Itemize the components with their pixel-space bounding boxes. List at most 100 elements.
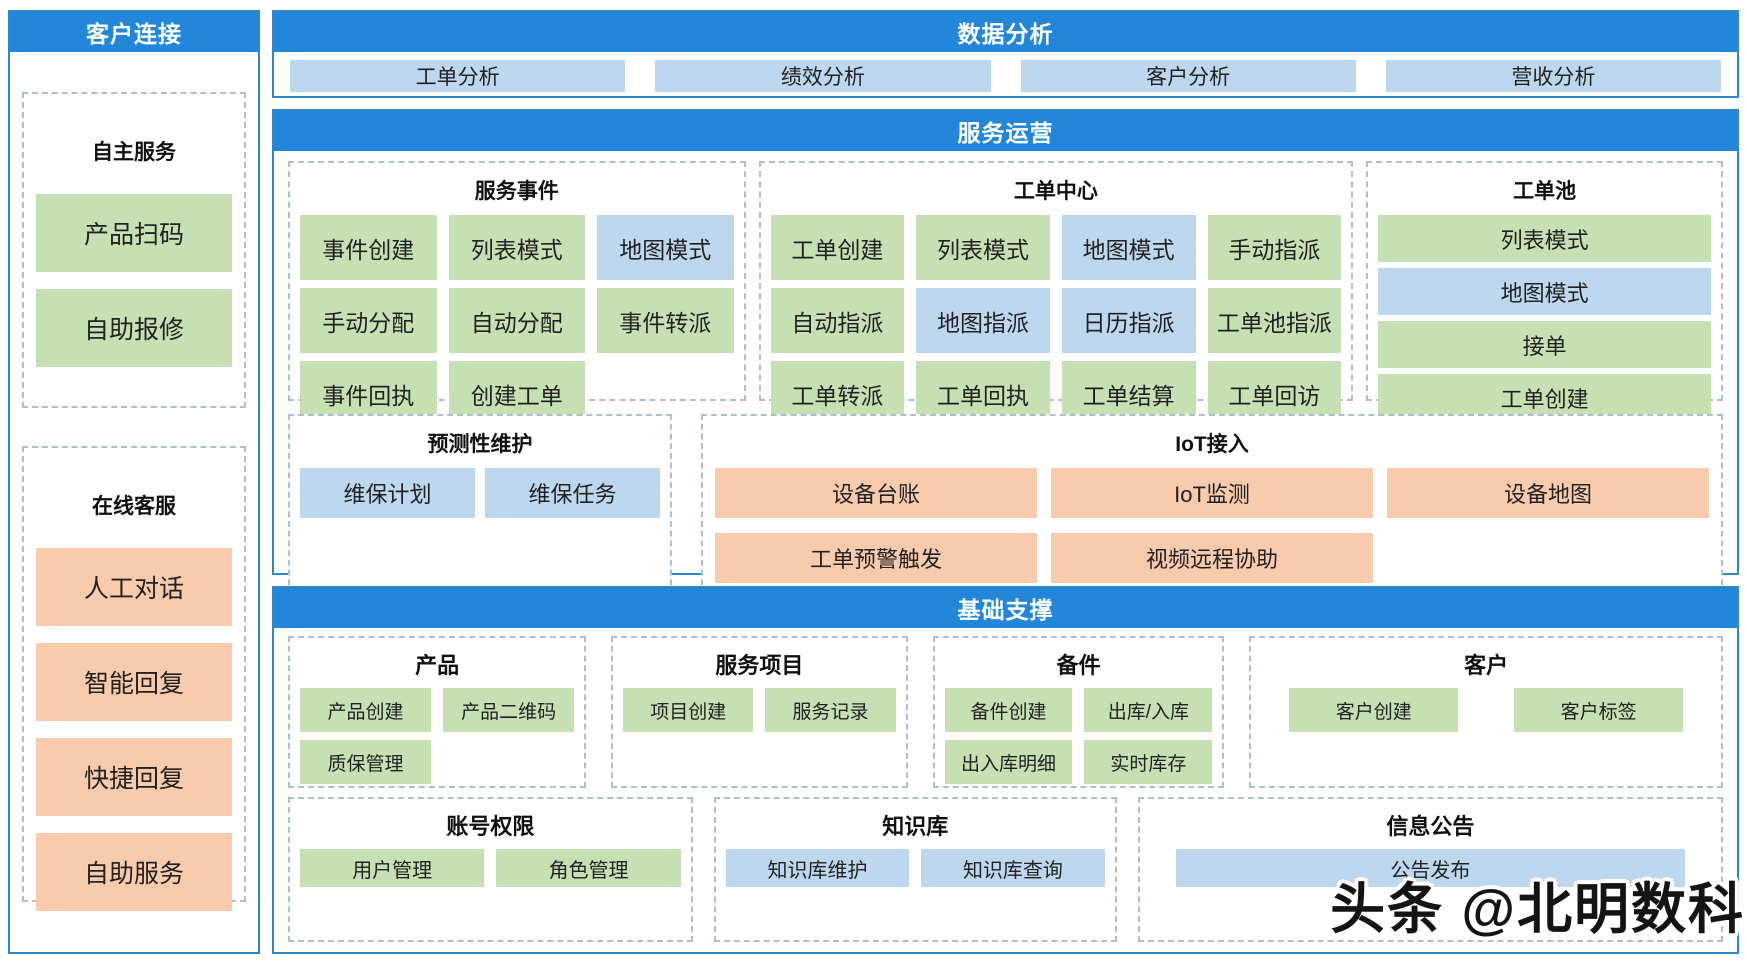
module-button[interactable]: 工单创建 (770, 215, 905, 280)
account-permission-title: 账号权限 (446, 814, 535, 839)
iot-access-title: IoT接入 (1175, 433, 1249, 456)
data-analysis-panel: 数据分析 工单分析绩效分析客户分析营收分析 (272, 10, 1739, 98)
module-button[interactable]: 设备地图 (1387, 468, 1709, 518)
product-title: 产品 (415, 653, 460, 678)
module-button[interactable]: 客户标签 (1514, 688, 1683, 732)
module-button[interactable]: 产品创建 (300, 688, 432, 732)
account-permission-module-list: 用户管理角色管理 (300, 849, 681, 887)
module-button[interactable]: 角色管理 (496, 849, 681, 887)
product-box: 产品 产品创建产品二维码质保管理 (288, 636, 587, 788)
module-button[interactable]: 工单预警触发 (715, 533, 1038, 583)
module-button[interactable]: 知识库查询 (921, 849, 1105, 887)
service-events-box: 服务事件 事件创建列表模式地图模式手动分配自动分配事件转派事件回执创建工单 (288, 161, 746, 426)
basic-support-body: 产品 产品创建产品二维码质保管理 服务项目 项目创建服务记录 备件 备件创建出库… (274, 628, 1737, 952)
service-operations-panel: 服务运营 服务事件 事件创建列表模式地图模式手动分配自动分配事件转派事件回执创建… (272, 109, 1739, 595)
main-column: 数据分析 工单分析绩效分析客户分析营收分析 服务运营 服务事件 事件创建列表模式… (272, 10, 1739, 954)
module-button[interactable]: 备件创建 (944, 688, 1073, 732)
module-button[interactable]: 自助服务 (36, 833, 232, 911)
module-button[interactable]: 视频远程协助 (1051, 533, 1373, 583)
toutiao-watermark: 头条 @北明数科 (1330, 878, 1745, 940)
module-button[interactable]: 工单分析 (290, 60, 626, 92)
announcement-module-list: 公告发布 (1150, 849, 1711, 887)
data-analysis-title: 数据分析 (274, 12, 1737, 52)
basic-support-title: 基础支撑 (274, 588, 1737, 628)
service-events-module-list: 事件创建列表模式地图模式手动分配自动分配事件转派事件回执创建工单 (300, 215, 734, 426)
module-button[interactable]: 列表模式 (916, 215, 1050, 280)
account-permission-box: 账号权限 用户管理角色管理 (288, 797, 693, 942)
module-button[interactable]: 设备台账 (715, 468, 1038, 518)
module-button[interactable]: 智能回复 (36, 643, 232, 721)
module-button[interactable]: IoT监测 (1051, 468, 1373, 518)
module-button[interactable]: 自动指派 (770, 288, 905, 353)
module-button[interactable]: 列表模式 (448, 215, 586, 280)
module-button[interactable]: 产品扫码 (36, 194, 232, 272)
predictive-maintenance-box: 预测性维护 维保计划维保任务 (288, 414, 673, 595)
self-service-module-list: 产品扫码自助报修 (36, 194, 232, 367)
predictive-maintenance-title: 预测性维护 (427, 433, 533, 456)
module-button[interactable]: 项目创建 (623, 688, 754, 732)
module-button[interactable]: 接单 (1378, 321, 1711, 368)
module-button[interactable]: 地图模式 (597, 215, 734, 280)
basic-support-row-2: 账号权限 用户管理角色管理 知识库 知识库维护知识库查询 信息公告 公告发布 (288, 797, 1723, 942)
basic-support-row-1: 产品 产品创建产品二维码质保管理 服务项目 项目创建服务记录 备件 备件创建出库… (288, 636, 1723, 788)
module-button[interactable]: 地图指派 (916, 288, 1050, 353)
customer-box: 客户 客户创建客户标签 (1249, 636, 1723, 788)
knowledge-base-box: 知识库 知识库维护知识库查询 (713, 797, 1117, 942)
service-operations-row-1: 服务事件 事件创建列表模式地图模式手动分配自动分配事件转派事件回执创建工单 工单… (288, 161, 1723, 426)
module-button[interactable]: 实时库存 (1084, 740, 1213, 784)
module-button[interactable]: 客户创建 (1289, 688, 1459, 732)
knowledge-base-module-list: 知识库维护知识库查询 (725, 849, 1105, 887)
knowledge-base-title: 知识库 (882, 814, 949, 839)
module-button[interactable]: 营收分析 (1385, 60, 1721, 92)
module-button[interactable]: 地图模式 (1061, 215, 1196, 280)
module-button[interactable]: 地图模式 (1378, 268, 1711, 315)
module-button[interactable]: 手动分配 (300, 288, 437, 353)
product-module-list: 产品创建产品二维码质保管理 (300, 688, 575, 784)
module-button[interactable]: 事件转派 (597, 288, 734, 353)
module-button[interactable]: 快捷回复 (36, 738, 232, 816)
module-button[interactable]: 公告发布 (1175, 849, 1685, 887)
self-service-group-title: 自主服务 (92, 141, 176, 164)
module-button[interactable]: 知识库维护 (725, 849, 910, 887)
online-service-module-list: 人工对话智能回复快捷回复自助服务 (36, 548, 232, 911)
customer-connection-panel: 客户连接 自主服务 产品扫码自助报修 在线客服 人工对话智能回复快捷回复自助服务 (8, 10, 260, 954)
module-button[interactable]: 维保任务 (485, 468, 661, 518)
service-operations-body: 服务事件 事件创建列表模式地图模式手动分配自动分配事件转派事件回执创建工单 工单… (274, 151, 1737, 607)
service-items-box: 服务项目 项目创建服务记录 (611, 636, 908, 788)
iot-access-box: IoT接入 设备台账 IoT监测设备地图工单预警触发视频远程协助 (701, 414, 1723, 595)
module-button[interactable]: 出库/入库 (1084, 688, 1213, 732)
spare-parts-module-list: 备件创建出库/入库出入库明细实时库存 (944, 688, 1213, 784)
self-service-group: 自主服务 产品扫码自助报修 (22, 92, 246, 408)
module-button[interactable]: 日历指派 (1061, 288, 1196, 353)
module-button[interactable]: 出入库明细 (944, 740, 1073, 784)
module-button[interactable]: 工单创建 (1378, 374, 1711, 421)
module-button[interactable]: 客户分析 (1020, 60, 1356, 92)
module-button[interactable]: 维保计划 (300, 468, 476, 518)
work-order-center-module-list: 工单创建列表模式地图模式手动指派自动指派地图指派日历指派工单池指派工单转派工单回… (770, 215, 1342, 426)
work-order-center-box: 工单中心 工单创建列表模式地图模式手动指派自动指派地图指派日历指派工单池指派工单… (758, 161, 1354, 426)
work-order-pool-module-list: 列表模式地图模式接单工单创建 (1378, 215, 1711, 421)
work-order-pool-title: 工单池 (1513, 180, 1577, 203)
work-order-pool-box: 工单池 列表模式地图模式接单工单创建 (1366, 161, 1723, 421)
service-events-title: 服务事件 (474, 180, 559, 203)
module-button[interactable]: 产品二维码 (443, 688, 575, 732)
module-button[interactable]: 工单池指派 (1207, 288, 1342, 353)
module-button[interactable]: 绩效分析 (655, 60, 991, 92)
basic-support-panel: 基础支撑 产品 产品创建产品二维码质保管理 服务项目 项目创建服务记录 备件 备… (272, 586, 1739, 954)
module-button[interactable]: 用户管理 (300, 849, 485, 887)
module-button[interactable]: 质保管理 (300, 740, 432, 784)
module-button[interactable]: 自助报修 (36, 289, 232, 367)
customer-connection-body: 自主服务 产品扫码自助报修 在线客服 人工对话智能回复快捷回复自助服务 (10, 52, 258, 952)
online-service-group-title: 在线客服 (92, 495, 176, 518)
service-operations-row-2: 预测性维护 维保计划维保任务 IoT接入 设备台账 IoT监测设备地图工单预警触发… (288, 414, 1723, 595)
module-button[interactable]: 人工对话 (36, 548, 232, 626)
iot-access-module-list: 设备台账 IoT监测设备地图工单预警触发视频远程协助 (713, 468, 1711, 583)
module-button[interactable]: 事件创建 (300, 215, 437, 280)
data-analysis-module-list: 工单分析绩效分析客户分析营收分析 (274, 52, 1737, 100)
module-button[interactable]: 手动指派 (1207, 215, 1342, 280)
spare-parts-box: 备件 备件创建出库/入库出入库明细实时库存 (932, 636, 1225, 788)
module-button[interactable]: 自动分配 (448, 288, 586, 353)
module-button[interactable]: 列表模式 (1378, 215, 1711, 262)
module-button[interactable]: 服务记录 (765, 688, 896, 732)
